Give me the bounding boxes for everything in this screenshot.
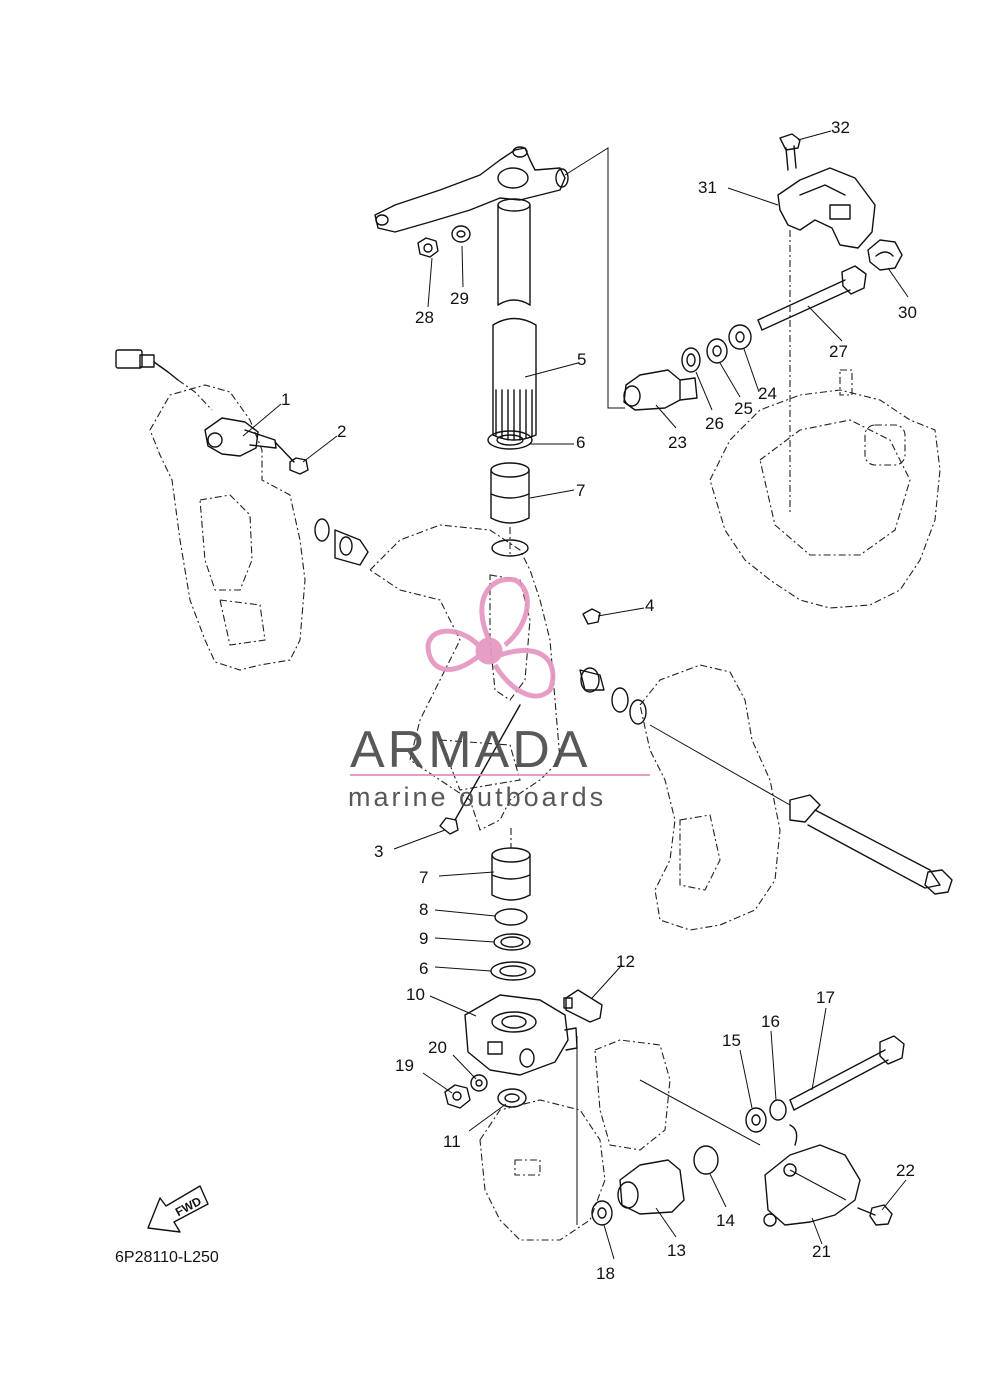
- bushing-7-upper: [490, 462, 530, 524]
- callout-12: 12: [616, 952, 635, 971]
- bolt-22: [857, 1204, 893, 1226]
- cap-30: [867, 239, 903, 271]
- callout-31: 31: [698, 178, 717, 197]
- trim-sensor-lead: [115, 349, 213, 411]
- washer-24: [728, 324, 752, 350]
- callout-10: 10: [406, 985, 425, 1004]
- watermark-rule: [350, 774, 650, 776]
- washer-26: [681, 347, 701, 373]
- callout-6-lower: 6: [419, 959, 428, 978]
- fwd-arrow: FWD: [147, 1185, 209, 1233]
- callout-20: 20: [428, 1038, 447, 1057]
- callout-4: 4: [645, 596, 654, 615]
- steering-shaft: [492, 198, 537, 441]
- lower-cover-21: [763, 1124, 861, 1227]
- callout-5: 5: [577, 350, 586, 369]
- callout-24: 24: [758, 384, 777, 403]
- fwd-label: FWD: [173, 1194, 204, 1219]
- mount-cover-31: [777, 167, 876, 249]
- washer-25: [706, 338, 728, 364]
- callout-9: 9: [419, 929, 428, 948]
- screw-2: [274, 441, 309, 475]
- screw-3: [439, 704, 521, 835]
- clip-12: [563, 989, 603, 1023]
- armada-watermark: ARMADA marine outboards: [348, 576, 650, 812]
- watermark-tagline: marine outboards: [348, 782, 606, 812]
- tilt-tube: [649, 724, 953, 895]
- watermark-brand: ARMADA: [350, 721, 590, 779]
- upper-mount-housing: [709, 369, 941, 609]
- callout-19: 19: [395, 1056, 414, 1075]
- clip-11: [497, 1088, 527, 1108]
- callout-28: 28: [415, 308, 434, 327]
- callout-18: 18: [596, 1264, 615, 1283]
- bolt-32: [779, 133, 801, 171]
- callout-17: 17: [816, 988, 835, 1007]
- washer-6-upper: [487, 430, 533, 450]
- callout-7-upper: 7: [576, 481, 585, 500]
- callout-3: 3: [374, 842, 383, 861]
- mount-rubber-13: [617, 1159, 685, 1215]
- callout-30: 30: [898, 303, 917, 322]
- callout-2: 2: [337, 422, 346, 441]
- washer-20: [470, 1074, 488, 1092]
- left-clamp-bracket: [149, 384, 306, 671]
- callout-15: 15: [722, 1031, 741, 1050]
- callout-23: 23: [668, 433, 687, 452]
- mount-rubber-23: [623, 369, 698, 411]
- lower-mount-bracket-10: [464, 994, 578, 1076]
- callout-1: 1: [281, 390, 290, 409]
- callout-29: 29: [450, 289, 469, 308]
- lower-case: [479, 1039, 671, 1241]
- callout-25: 25: [734, 399, 753, 418]
- tilt-pin-bushing: [579, 667, 647, 725]
- o-ring-14: [693, 1145, 719, 1175]
- nut-19: [444, 1084, 471, 1109]
- right-clamp-bracket: [639, 664, 781, 931]
- callout-32: 32: [831, 118, 850, 137]
- callout-22: 22: [896, 1161, 915, 1180]
- callout-11: 11: [443, 1132, 461, 1151]
- steering-arm: [374, 146, 569, 233]
- bolt-17: [789, 1035, 905, 1111]
- callout-21: 21: [812, 1242, 831, 1261]
- washer-15: [745, 1107, 767, 1133]
- washer-9: [493, 933, 531, 951]
- washer-6-lower: [490, 961, 536, 981]
- callout-14: 14: [716, 1211, 735, 1230]
- callout-13: 13: [667, 1241, 686, 1260]
- left-bushing: [314, 518, 369, 566]
- trim-sensor: [204, 417, 277, 457]
- grease-nipple-4: [582, 608, 601, 625]
- callout-8: 8: [419, 900, 428, 919]
- washer-29: [451, 225, 471, 243]
- bolt-27: [757, 265, 867, 331]
- callout-7-lower: 7: [419, 868, 428, 887]
- callout-6-upper: 6: [576, 433, 585, 452]
- callout-27: 27: [829, 342, 848, 361]
- nut-28: [417, 237, 439, 258]
- callout-labels: 1 2 3 4 5 6 7 7 8 9 6 10 11 12 13 14 15 …: [281, 118, 917, 1283]
- diagram-code: 6P28110-L250: [115, 1249, 219, 1266]
- propeller-logo: [425, 576, 556, 699]
- washer-18: [591, 1200, 613, 1226]
- callout-16: 16: [761, 1012, 780, 1031]
- bushing-7-lower: [491, 847, 531, 901]
- washer-16: [769, 1099, 787, 1121]
- callout-26: 26: [705, 414, 724, 433]
- o-ring-8: [494, 908, 528, 926]
- callout-leaders: [242, 130, 909, 1260]
